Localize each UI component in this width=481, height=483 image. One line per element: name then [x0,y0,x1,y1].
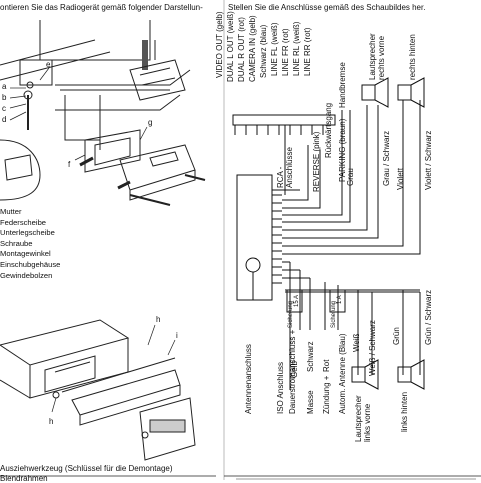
legend-item: Gewindebolzen [0,270,53,280]
label-rueckwaertsgang: Rückwärtsgang [324,102,333,158]
legend-item: Montagewinkel [0,249,51,259]
callout-b: b [2,93,7,102]
connector-line-rl: LINE RL (weiß) [292,21,301,76]
connector-video-out: VIDEO OUT (gelb) [215,11,224,78]
label-zuendung: Zündung + [322,375,331,414]
label-rca: RCA - Anschlüsse [276,147,294,188]
legend-item: Unterlegscheibe [0,228,55,238]
wire-violett: Violett [396,167,405,190]
label-iso: ISO Anschluss [276,361,285,414]
label-lautsprecher-links-vorne: Lautsprecher links vorne [354,395,372,442]
label-handbremse: Handbremse [338,62,347,108]
connector-line-fr: LINE FR (rot) [281,28,290,76]
wire-gruen-schwarz: Grün / Schwarz [424,289,433,345]
label-gelb: Gelb [290,361,299,378]
callout-e: e [46,60,51,69]
legend-item: Federscheibe [0,217,47,227]
label-schwarz: Schwarz [306,341,315,372]
footer-tool: Ausziehwerkzeug (Schlüssel für die Demon… [0,464,173,473]
callout-i: i [176,331,178,340]
wire-grau-schwarz: Grau / Schwarz [382,130,391,186]
connector-schwarz: Schwarz (blau) [259,24,268,78]
label-antennenanschluss: Antennenanschluss [244,344,253,414]
fuse-2-label: Sicherung [331,300,337,328]
label-links-hinten: links hinten [400,391,409,432]
right-header: Stellen Sie die Anschlüsse gemäß des Sch… [228,3,426,12]
legend-item: Mutter [0,207,22,216]
legend-item: Schraube [0,238,33,248]
speaker-front-right: Lautsprecher rechts vorne [368,33,386,80]
wire-gruen: Grün [392,327,401,345]
callout-f: f [68,160,71,169]
label-autom-antenne: Autom. Antenne (Blau) [338,333,347,415]
label-masse: Masse [306,390,315,414]
label-reverse: REVERSE (pink) [312,131,321,192]
fuse-1-value: 15 A [294,294,300,307]
connector-line-fl: LINE FL (weiß) [270,22,279,77]
legend-item: Einschubgehäuse [0,259,61,269]
connector-camera-in: CAMERA IN (gelb) [248,15,257,82]
footer-frame: Blendrahmen [0,474,48,483]
wire-violett-schwarz: Violett / Schwarz [424,130,433,190]
label-rot: Rot [322,359,331,372]
callout-h-1: h [156,315,161,324]
fuse-2-value: 1 A [337,295,343,304]
callout-d: d [2,115,7,124]
parts-legend: Mutter Federscheibe Unterlegscheibe Schr… [0,207,60,281]
callout-g: g [148,118,153,127]
speaker-rear-right: rechts hinten [408,34,417,80]
callout-c: c [2,104,6,113]
label-weiss: Weiß [352,333,361,352]
connector-dual-r-out: DUAL R OUT (rot) [237,17,246,82]
left-header: ontieren Sie das Radiogerät gemäß folgen… [0,3,203,12]
callout-h-2: h [49,417,54,426]
connector-line-rr: LINE RR (rot) [303,27,312,76]
connector-dual-l-out: DUAL L OUT (weiß) [226,11,235,82]
wire-grau: Grau [346,168,355,186]
callout-a: a [2,82,7,91]
label-weiss-schwarz: Weiß / Schwarz [368,320,377,376]
